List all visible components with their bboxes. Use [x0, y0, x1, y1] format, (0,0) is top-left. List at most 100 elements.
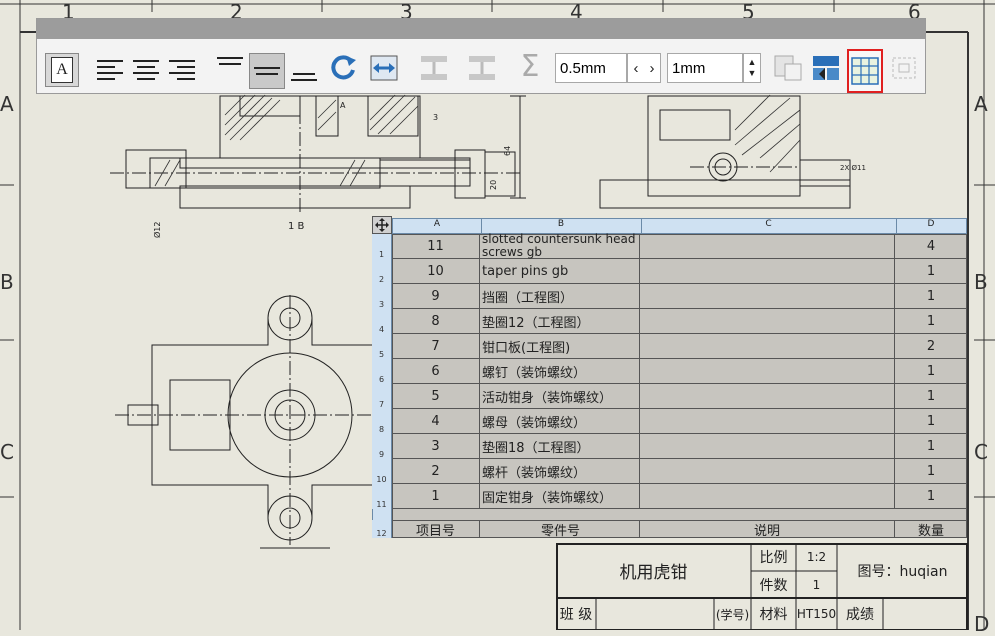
description-cell[interactable] — [640, 484, 895, 508]
row-header-cell[interactable]: 1 — [372, 234, 392, 259]
align-middle-button[interactable] — [249, 53, 285, 89]
border-size-input[interactable] — [667, 53, 743, 83]
quantity-cell[interactable]: 1 — [926, 488, 936, 504]
column-header-d[interactable]: D — [927, 219, 935, 229]
row-header-cell[interactable]: 9 — [372, 434, 392, 459]
toolbar-title-bar[interactable] — [37, 19, 925, 39]
row-header-cell[interactable]: 7 — [372, 384, 392, 409]
material-value: HT150 — [796, 607, 837, 621]
align-right-button[interactable] — [167, 55, 197, 85]
quantity-cell[interactable]: 1 — [926, 413, 936, 429]
row-header-cell[interactable]: 11 — [372, 484, 392, 509]
description-cell[interactable] — [640, 459, 895, 483]
row-header-cell[interactable]: 2 — [372, 259, 392, 284]
item-no-cell[interactable]: 5 — [392, 384, 480, 408]
description-cell[interactable] — [640, 434, 895, 458]
part-name-cell[interactable]: 螺钉（装饰螺纹） — [480, 359, 640, 383]
row-header-cell[interactable]: 10 — [372, 459, 392, 484]
align-bottom-button[interactable] — [289, 55, 319, 85]
part-name-cell[interactable]: 固定钳身（装饰螺纹） — [480, 484, 640, 508]
quantity-cell[interactable]: 1 — [926, 288, 936, 304]
fit-width-icon — [370, 55, 398, 81]
item-no-cell[interactable]: 6 — [392, 359, 480, 383]
fit-width-button[interactable] — [369, 53, 399, 83]
border-size-spinner[interactable]: ▲ ▼ — [743, 53, 761, 83]
item-no-cell[interactable]: 9 — [392, 284, 480, 308]
item-no-cell[interactable]: 8 — [392, 309, 480, 333]
quantity-cell[interactable]: 4 — [926, 238, 936, 254]
description-cell[interactable] — [640, 409, 895, 433]
zone-row-d-right: D — [974, 612, 990, 636]
font-button[interactable]: A — [45, 53, 79, 87]
description-cell[interactable] — [640, 284, 895, 308]
rotate-button[interactable] — [329, 53, 359, 83]
align-center-button[interactable] — [131, 55, 161, 85]
quantity-cell[interactable]: 1 — [926, 463, 936, 479]
item-no-cell[interactable]: 2 — [392, 459, 480, 483]
scale-value: 1:2 — [806, 550, 827, 564]
row-header-cell[interactable]: 8 — [372, 409, 392, 434]
table-grid-button[interactable] — [847, 49, 883, 93]
align-top-button[interactable] — [215, 53, 245, 83]
part-name-cell[interactable]: 螺杆（装饰螺纹） — [480, 459, 640, 483]
quantity-cell[interactable]: 1 — [926, 438, 936, 454]
table-move-handle[interactable] — [372, 216, 392, 234]
part-name-cell[interactable]: 螺母（装饰螺纹） — [480, 409, 640, 433]
item-no-cell[interactable]: 7 — [392, 334, 480, 358]
column-header-c[interactable]: C — [641, 219, 897, 233]
part-name-cell[interactable]: 钳口板(工程图) — [480, 334, 640, 358]
item-no-cell[interactable]: 4 — [392, 409, 480, 433]
part-name-cell[interactable]: 活动钳身（装饰螺纹） — [480, 384, 640, 408]
item-no-cell[interactable]: 11 — [392, 234, 480, 258]
table-format-toolbar: A Σ ‹ › ▲ ▼ — [36, 18, 926, 94]
quantity-cell[interactable]: 2 — [926, 338, 936, 354]
description-cell[interactable] — [640, 334, 895, 358]
cell-padding-input[interactable] — [555, 53, 627, 83]
increase-icon[interactable]: › — [649, 59, 655, 77]
spin-down-icon[interactable]: ▼ — [747, 68, 757, 78]
description-cell[interactable] — [640, 384, 895, 408]
description-cell[interactable] — [640, 359, 895, 383]
part-name-cell[interactable]: 垫圈18（工程图） — [480, 434, 640, 458]
row-header-cell[interactable]: 12 — [372, 520, 392, 538]
item-no-cell[interactable]: 3 — [392, 434, 480, 458]
cell-padding-stepper[interactable]: ‹ › — [627, 53, 661, 83]
part-name-cell[interactable]: 挡圈（工程图） — [480, 284, 640, 308]
decrease-icon[interactable]: ‹ — [633, 59, 639, 77]
description-cell[interactable] — [640, 234, 895, 258]
part-name-cell[interactable]: slotted countersunk head screws gb — [480, 233, 640, 259]
quantity-cell[interactable]: 1 — [926, 313, 936, 329]
description-cell[interactable] — [640, 259, 895, 283]
merge-cells-button[interactable] — [811, 53, 841, 83]
quantity-cell[interactable]: 1 — [926, 363, 936, 379]
item-no-cell[interactable]: 1 — [392, 484, 480, 508]
side-view-drawing — [599, 95, 851, 209]
column-header-b[interactable]: B — [481, 219, 642, 233]
description-cell[interactable] — [640, 309, 895, 333]
quantity-cell[interactable]: 1 — [926, 388, 936, 404]
align-left-button[interactable] — [95, 55, 125, 85]
row-header-cell[interactable]: 6 — [372, 359, 392, 384]
row-header-cell[interactable]: 3 — [372, 284, 392, 309]
part-name-cell[interactable]: taper pins gb — [480, 259, 640, 283]
part-name-cell[interactable]: 垫圈12（工程图） — [480, 309, 640, 333]
insert-row-below-icon — [421, 56, 447, 80]
row-header-cell[interactable]: 5 — [372, 334, 392, 359]
spin-up-icon[interactable]: ▲ — [747, 57, 757, 67]
column-header-a[interactable]: A — [393, 219, 482, 233]
row-header-cell[interactable]: 4 — [372, 309, 392, 334]
quantity-cell[interactable]: 1 — [926, 263, 936, 279]
item-no-cell[interactable]: 10 — [392, 259, 480, 283]
